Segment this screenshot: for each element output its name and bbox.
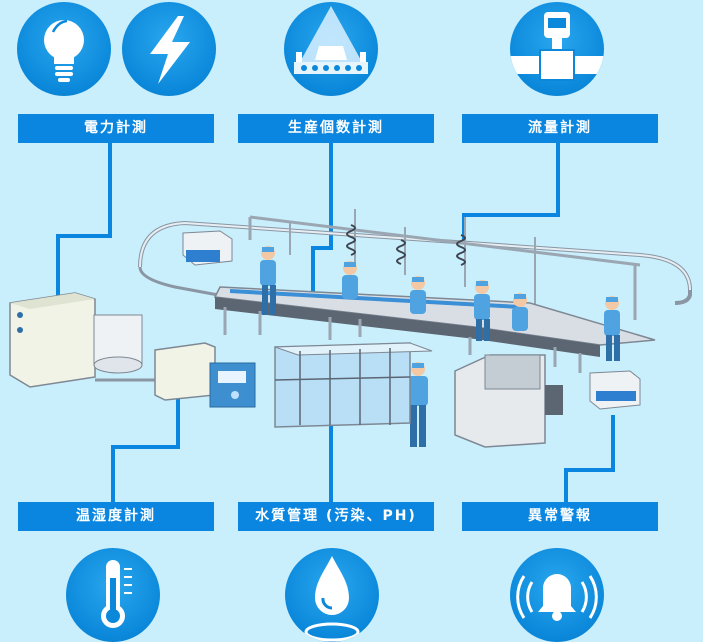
lightning-bolt-icon [122, 2, 216, 96]
power-connector [56, 143, 112, 298]
power-label: 電力計測 [18, 114, 214, 143]
alarm-label: 異常警報 [462, 502, 658, 531]
water-label: 水質管理 (汚染、PH) [238, 502, 434, 531]
flow-meter-icon [510, 2, 604, 96]
flow-label: 流量計測 [462, 114, 658, 143]
counting-sensor-icon [284, 2, 378, 96]
alarm-connector [564, 415, 615, 505]
production-label: 生産個数計測 [238, 114, 434, 143]
water-drop-icon [285, 548, 379, 642]
production-connector [311, 143, 333, 292]
factory-line-illustration [9, 209, 692, 448]
temperature-label: 温湿度計測 [18, 502, 214, 531]
temperature-connector [111, 392, 180, 505]
thermometer-icon [66, 548, 160, 642]
alarm-bell-icon [510, 548, 604, 642]
light-bulb-icon [17, 2, 111, 96]
